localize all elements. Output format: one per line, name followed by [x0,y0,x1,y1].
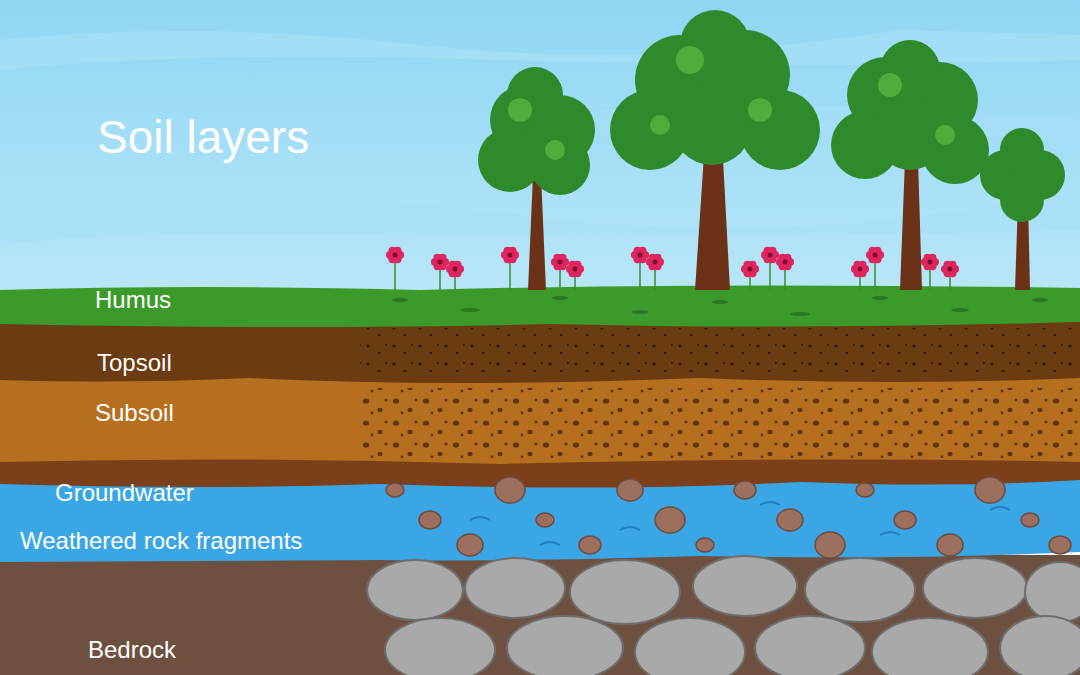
topsoil-texture [360,328,1080,376]
flower [921,254,939,290]
flower [941,261,959,290]
layer-label: Humus [95,287,171,313]
flower [866,247,884,290]
layer-label: Topsoil [97,350,172,376]
pebble [815,532,845,558]
pebble [777,509,803,531]
pebble [655,507,685,533]
pebble [536,513,554,527]
pebble [1049,536,1071,554]
layer-label: Bedrock [88,637,176,663]
trees [478,10,1065,290]
grass-tufts [392,296,1048,316]
groundwater-layer [0,474,1080,562]
flower [851,261,869,290]
flower [566,261,584,290]
flower [646,254,664,290]
flowers [386,247,959,290]
layer-label: Weathered rock fragments [20,528,302,554]
pebble [856,483,874,497]
pebble [419,511,441,529]
diagram-title: Soil layers [97,112,309,163]
flower [446,261,464,290]
water-ripples [470,502,1010,545]
rock-fragments [386,477,1071,558]
sky [0,0,1080,300]
pebble [894,511,916,529]
pebble [386,483,404,497]
subsoil-layer [0,376,1080,464]
pebble [495,477,525,503]
pebble [617,479,643,501]
pebble [734,481,756,499]
flower [501,247,519,290]
flower [761,247,779,290]
layer-label: Groundwater [55,480,194,506]
pebble [937,534,963,556]
pebble [457,534,483,556]
subsoil-texture [360,388,1080,458]
pebble [1021,513,1039,527]
flower [551,254,569,290]
humus-layer [0,285,1080,327]
flower [386,247,404,290]
pebble [696,538,714,552]
flower [741,261,759,290]
pebble [579,536,601,554]
layer-label: Subsoil [95,400,174,426]
bedrock-stones [367,556,1080,675]
flower [776,254,794,290]
flower [631,247,649,290]
pebble [975,477,1005,503]
flower [431,254,449,290]
topsoil-layer [0,318,1080,383]
